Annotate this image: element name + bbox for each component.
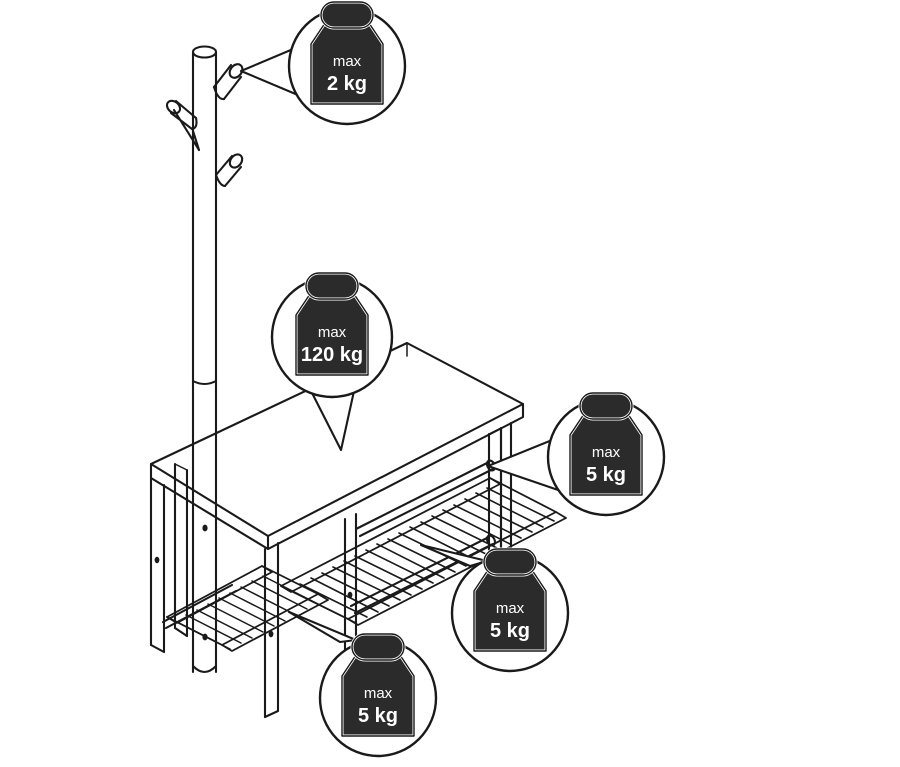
callout-value-label: 5 kg [490,620,530,642]
weight-badge: max 5 kg [568,391,644,497]
callout-hook-2kg[interactable]: max 2 kg [239,0,407,126]
callout-rail-right-5kg[interactable]: max 5 kg [486,391,666,517]
bench-leg-left-front [149,476,166,654]
callout-max-label: max [496,600,525,617]
coat-hook-peg-middle [165,99,201,152]
coat-hook-peg-lower [214,153,244,188]
bench-side-rail-lower [349,534,497,615]
callout-max-label: max [364,685,393,702]
callout-value-label: 5 kg [586,464,626,486]
weight-badge: max 120 kg [294,271,370,377]
callout-value-label: 120 kg [301,344,363,366]
weight-badge: max 5 kg [472,547,548,653]
coat-hook-peg-top [212,63,244,101]
callout-shelf-right-5kg[interactable]: max 5 kg [419,543,570,673]
furniture-line-art [149,45,567,719]
callout-tail [287,610,358,644]
callout-max-label: max [318,324,347,341]
callout-max-label: max [333,53,362,70]
callout-value-label: 2 kg [327,73,367,95]
weight-badge: max 2 kg [309,0,385,106]
bench-rail-left [161,583,238,630]
callout-shelf-left-5kg[interactable]: max 5 kg [287,610,438,758]
callout-seat-120kg[interactable]: max 120 kg [270,271,394,452]
weight-badge: max 5 kg [340,632,416,738]
bench-lower-shelf-left [166,565,329,652]
callout-max-label: max [592,444,621,461]
callout-value-label: 5 kg [358,705,398,727]
coat-rack-pole [191,45,218,674]
